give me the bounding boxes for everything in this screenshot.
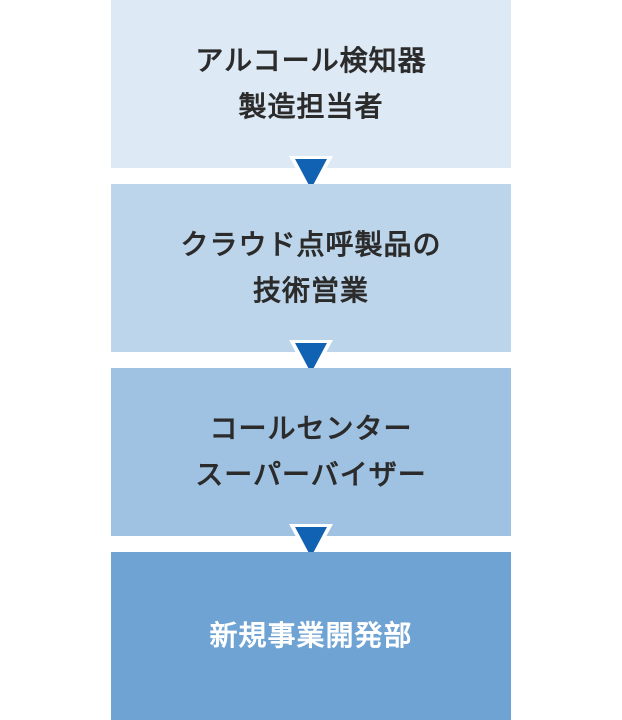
flow-step-2: クラウド点呼製品の 技術営業 (111, 184, 511, 352)
flow-step-3: コールセンター スーパーバイザー (111, 368, 511, 536)
flow-step-3-line-1: コールセンター (209, 412, 413, 445)
flow-step-2-line-2: 技術営業 (252, 274, 369, 307)
flow-step-1-line-2: 製造担当者 (238, 90, 384, 123)
flow-step-1: アルコール検知器 製造担当者 (111, 0, 511, 168)
flow-step-1-line-1: アルコール検知器 (195, 44, 427, 77)
flow-step-4-line-1: 新規事業開発部 (209, 619, 413, 652)
flow-step-2-line-1: クラウド点呼製品の (180, 228, 442, 261)
career-flow-diagram: アルコール検知器 製造担当者 クラウド点呼製品の 技術営業 コールセンター スー… (111, 0, 511, 720)
flow-step-4: 新規事業開発部 (111, 552, 511, 720)
flow-step-3-line-2: スーパーバイザー (195, 458, 427, 491)
